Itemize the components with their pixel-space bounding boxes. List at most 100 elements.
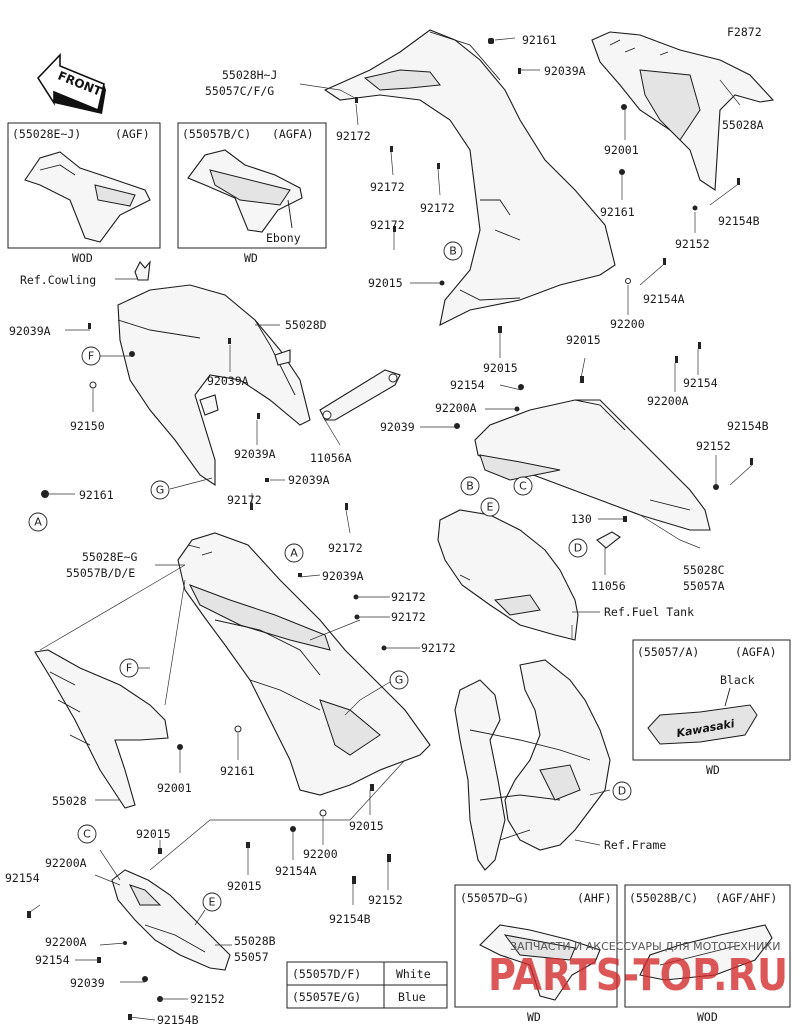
svg-text:C: C [83,828,91,841]
fuel-tank [437,509,579,641]
color-table-color-2: Blue [398,990,426,1004]
label-92154-low: 92154 [5,871,40,885]
label-92154-low2: 92154 [35,953,70,967]
label-92015-low-a: 92015 [349,819,384,833]
svg-text:G: G [156,484,165,497]
label-92200-low: 92200 [303,847,338,861]
callout-g-2: G [389,670,409,690]
callout-a-2: A [284,543,304,563]
callout-b-2: B [460,476,480,496]
color-table-color-1: White [396,967,431,981]
inset-agf: (55028E~J) (AGF) WOD [7,122,161,265]
svg-text:F: F [88,350,94,363]
label-92161-left: 92161 [79,488,114,502]
label-92015-mid-b: 92015 [566,333,601,347]
ref-frame-label: Ref.Frame [604,838,666,852]
label-92039a-top: 92039A [544,64,586,78]
watermark-tagline: ЗАПЧАСТИ И АКСЕССУАРЫ ДЛЯ МОТОТЕХНИКИ [510,940,780,953]
main-side-fairing-55028eg [177,532,431,796]
lower-cowl-55028b [111,869,231,971]
watermark-brand: PARTS-TOP.RU [488,950,788,1001]
label-92152-top: 92152 [675,237,710,251]
under-cowl-55028c [474,399,711,531]
callout-g-1: G [150,480,170,500]
label-92200a-low: 92200A [45,856,87,870]
label-92200a-mid: 92200A [435,401,477,415]
watermark: ЗАПЧАСТИ И АКСЕССУАРЫ ДЛЯ МОТОТЕХНИКИ PA… [488,940,788,1001]
label-92172-s1: 92172 [391,590,426,604]
inset-agf-ahf: (55028B/C) (AGF/AHF) WOD [624,884,791,1024]
label-92200a-low2: 92200A [45,935,87,949]
label-92161-right: 92161 [600,205,635,219]
label-92172-d: 92172 [370,218,405,232]
callout-d-2: D [612,781,632,801]
svg-text:A: A [290,547,298,560]
label-92150: 92150 [70,419,105,433]
inset-ahf-caption: WD [527,1010,541,1024]
label-55028d: 55028D [285,318,327,332]
label-92154-mid: 92154 [450,378,485,392]
color-table-code-1: (55057D/F) [292,967,361,981]
label-92039a-g: 92039A [288,473,330,487]
label-92154b-right: 92154B [727,419,769,433]
inset-agfa-black-variant: (AGFA) [735,645,777,659]
callout-b-1: B [443,241,463,261]
inset-agf-ahf-code: (55028B/C) [629,891,698,905]
inset-agf-code: (55028E~J) [12,127,81,141]
label-92152-right: 92152 [696,439,731,453]
label-55028: 55028 [52,794,87,808]
label-92001-low: 92001 [157,781,192,795]
callout-f-1: F [81,346,101,366]
label-92015-low-b: 92015 [136,827,171,841]
label-55057bde: 55057B/D/E [66,566,135,580]
label-11056a: 11056A [310,451,352,465]
label-55057cfg: 55057C/F/G [205,84,274,98]
inset-agfa-code: (55057B/C) [182,127,251,141]
label-130: 130 [571,512,592,526]
inset-agfa-black: (55057/A) (AGFA) Black Kawasaki WD [632,639,791,777]
label-92154b-top: 92154B [718,214,760,228]
label-55057a: 55057A [683,579,725,593]
label-92039a-low: 92039A [234,447,276,461]
label-92172-right: 92172 [328,541,363,555]
callout-c-1: C [513,476,533,496]
label-92154b-low: 92154B [329,912,371,926]
leader-lines [29,37,753,1021]
inset-agfa-black-note: Black [720,673,755,687]
label-92172-s3: 92172 [421,641,456,655]
cowl-side-55028a [591,31,775,191]
inset-agfa-variant: (AGFA) [272,127,314,141]
svg-text:F: F [126,662,132,675]
label-92039a-side: 92039A [322,569,364,583]
fasteners [27,38,753,1020]
svg-text:G: G [395,674,404,687]
label-92015-top: 92015 [368,276,403,290]
label-92200-top: 92200 [610,317,645,331]
inner-panel-55028d [117,284,311,487]
label-92200a-right: 92200A [647,394,689,408]
label-92172-s2: 92172 [391,610,426,624]
label-55028b: 55028B [234,934,276,948]
inset-agf-caption: WOD [72,251,93,265]
bracket-11056 [596,531,621,549]
callout-d-1: D [568,538,588,558]
label-92152-low: 92152 [368,893,403,907]
diagram-id: F2872 [727,25,762,39]
label-92001-top: 92001 [604,143,639,157]
svg-text:E: E [209,896,216,909]
inset-agf-variant: (AGF) [115,127,150,141]
label-92039-low: 92039 [70,976,105,990]
svg-text:B: B [449,245,457,258]
label-92039a-left: 92039A [9,324,51,338]
label-92152-bottom: 92152 [190,992,225,1006]
svg-text:C: C [519,480,527,493]
label-55028hj: 55028H~J [222,68,277,82]
callout-f-2: F [119,658,139,678]
inset-ahf-variant: (AHF) [577,891,612,905]
front-arrow-icon: FRONT [36,53,106,114]
label-92039a-mid: 92039A [207,374,249,388]
label-92172-mid: 92172 [227,493,262,507]
inset-agf-ahf-caption: WOD [697,1010,718,1024]
label-92172-c: 92172 [420,201,455,215]
